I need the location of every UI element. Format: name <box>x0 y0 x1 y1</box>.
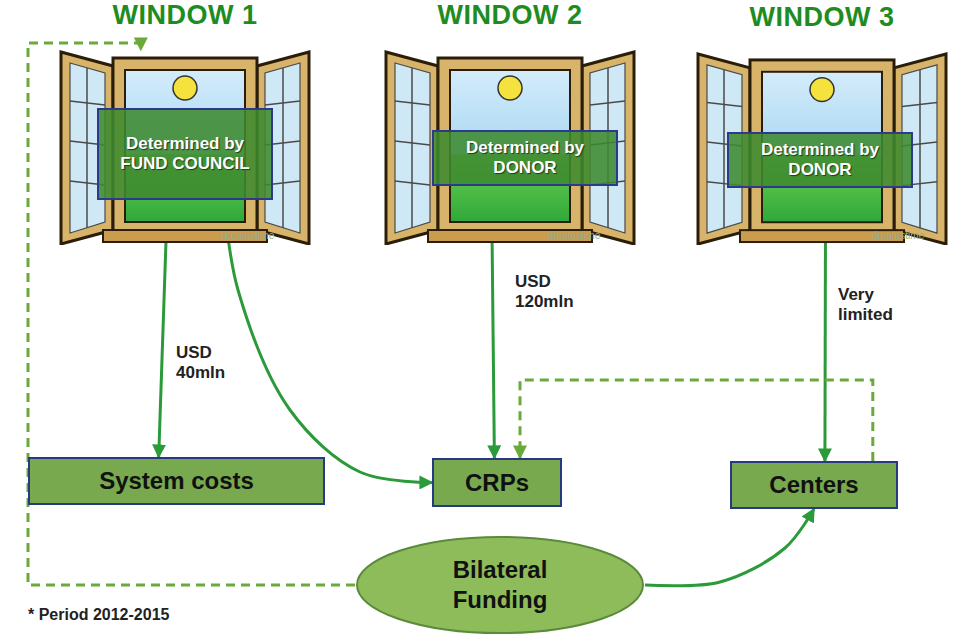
amount-label: USD 120mln <box>515 272 593 313</box>
node-label: Determined by DONOR <box>733 140 907 181</box>
glass-bar <box>723 70 725 228</box>
node-label: Centers <box>769 471 858 499</box>
decision-box: Determined by DONOR <box>727 132 913 188</box>
watermark: dreamstime <box>222 230 274 241</box>
watermark: dreamstime <box>548 230 600 241</box>
ellipse-outline <box>355 535 645 635</box>
node-label: System costs <box>99 467 254 495</box>
recipient-box: Centers <box>730 461 898 509</box>
watermark: dreamstime <box>872 230 924 241</box>
recipient-box: System costs <box>28 457 325 505</box>
amount-label: USD 40mln <box>176 343 238 384</box>
glass-bar <box>282 68 284 228</box>
amount-label: Very limited <box>838 285 910 326</box>
node-label: Bilateral Funding <box>425 555 575 615</box>
glass-bar <box>70 101 105 105</box>
glass-bar <box>395 141 430 145</box>
recipient-box: CRPs <box>432 458 562 507</box>
window-glass <box>395 63 430 233</box>
glass-bar <box>590 101 625 105</box>
decision-box: Determined by DONOR <box>432 130 618 186</box>
footnote: * Period 2012-2015 <box>28 606 169 624</box>
node-label: CRPs <box>465 469 529 497</box>
sun <box>498 76 522 100</box>
window-illustration: WINDOW 2Determined by DONOR <box>380 50 640 245</box>
sun <box>810 78 834 102</box>
window-title: WINDOW 1 <box>35 0 335 31</box>
window-title: WINDOW 3 <box>672 2 955 33</box>
glass-bar <box>395 181 430 185</box>
glass-bar <box>707 102 742 106</box>
window-illustration: WINDOW 1Determined by FUND COUNCIL <box>55 50 315 245</box>
glass-bar <box>919 70 921 228</box>
dashed-flow-arrow <box>28 43 355 585</box>
ellipse-shape <box>357 537 643 633</box>
node-label: Determined by DONOR <box>438 138 612 179</box>
window-illustration: WINDOW 3Determined by DONOR <box>692 52 952 245</box>
sun <box>173 76 197 100</box>
glass-bar <box>411 68 413 228</box>
dashed-flow-arrow <box>520 380 873 461</box>
node-label: Determined by FUND COUNCIL <box>103 134 267 175</box>
window-title: WINDOW 2 <box>360 0 660 31</box>
funding-ellipse: Bilateral Funding <box>355 535 645 635</box>
flow-arrow <box>645 509 814 586</box>
glass-bar <box>265 101 300 105</box>
decision-box: Determined by FUND COUNCIL <box>97 108 273 200</box>
window-shutter <box>386 52 438 244</box>
glass-bar <box>902 102 937 106</box>
glass-bar <box>86 68 88 228</box>
glass-bar <box>395 101 430 105</box>
